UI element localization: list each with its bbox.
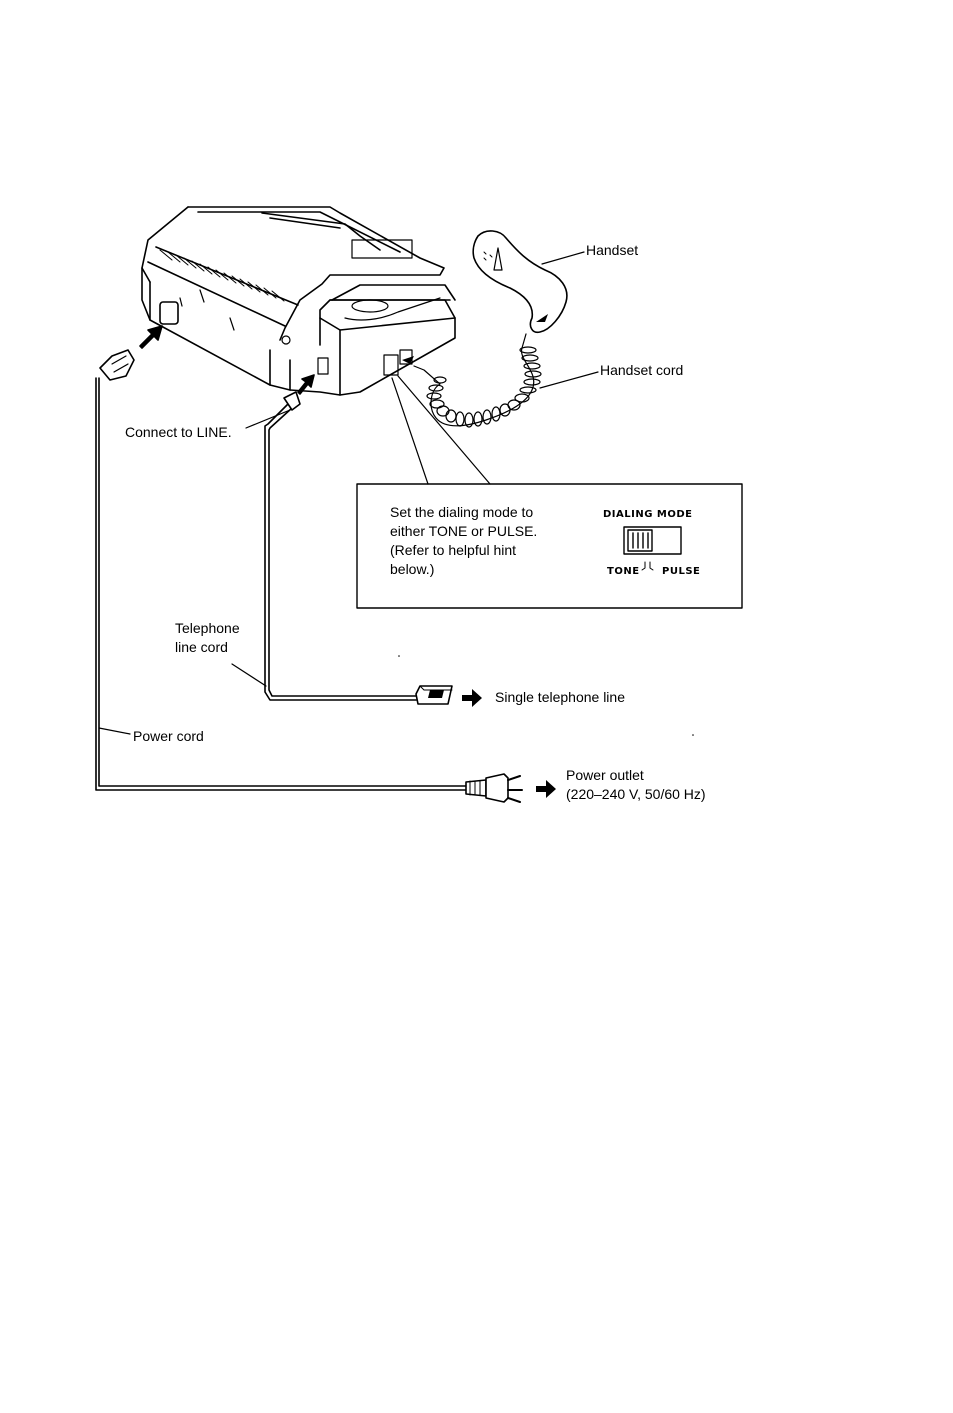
- leader-telephone-cord: [232, 664, 266, 686]
- arrow-right-icon: [536, 780, 556, 798]
- telephone-line-cord-label-1: Telephone: [175, 619, 240, 638]
- single-telephone-line-label: Single telephone line: [495, 688, 625, 707]
- power-outlet-label-1: Power outlet: [566, 766, 644, 785]
- telephone-line-cord-label-2: line cord: [175, 638, 228, 657]
- dialing-mode-title: DIALING MODE: [603, 509, 693, 520]
- dialing-mode-switch-icon: [624, 527, 681, 570]
- switch-tone-label: TONE: [607, 566, 640, 577]
- coiled-cord-icon: [414, 334, 541, 427]
- callout-wedge-left: [392, 378, 428, 484]
- phone-plug-icon: [416, 686, 452, 704]
- power-outlet-label-2: (220–240 V, 50/60 Hz): [566, 785, 706, 804]
- callout-line-1: Set the dialing mode to: [390, 503, 533, 522]
- callout-line-2: either TONE or PULSE.: [390, 522, 537, 541]
- callout-line-3: (Refer to helpful hint: [390, 541, 516, 560]
- connect-to-line-label: Connect to LINE.: [125, 423, 232, 442]
- leader-handset: [542, 252, 584, 264]
- arrow-right-icon-2: [462, 689, 482, 707]
- handset-label: Handset: [586, 241, 638, 260]
- handset-cord-label: Handset cord: [600, 361, 683, 380]
- power-cord-label: Power cord: [133, 727, 204, 746]
- power-plug-icon: [466, 774, 522, 802]
- fax-machine-icon: [142, 207, 455, 395]
- callout-line-4: below.): [390, 560, 434, 579]
- arrow-power-socket-icon: [140, 326, 162, 348]
- callout-wedge-right: [398, 376, 490, 484]
- switch-pulse-label: PULSE: [662, 566, 700, 577]
- leader-handset-cord: [540, 372, 598, 388]
- leader-power-cord: [99, 728, 130, 734]
- handset-icon: [473, 231, 567, 332]
- leader-connect-line: [246, 410, 290, 428]
